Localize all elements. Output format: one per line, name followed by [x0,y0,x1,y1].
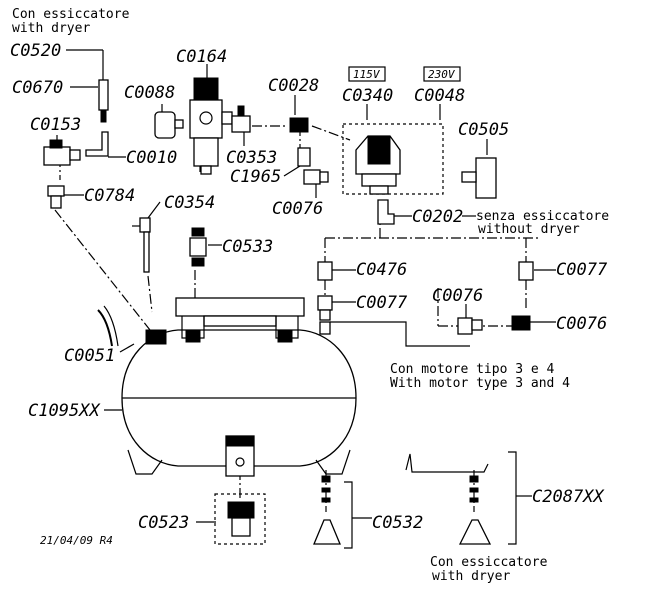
label-c0010: C0010 [126,148,177,168]
safety-valve-c0354 [132,217,151,273]
label-c0476: C0476 [356,260,407,280]
label-c0028: C0028 [268,76,319,96]
label-c0505: C0505 [458,120,509,140]
fitting-c0028 [289,117,309,133]
svg-text:230V: 230V [428,68,456,81]
label-c0088: C0088 [124,83,175,103]
note-top-dryer-line1: Con essiccatore [12,7,130,22]
label-c0076-c: C0076 [556,314,607,334]
plug-c0505 [461,157,497,199]
valve-c0353 [231,105,251,133]
pressure-switch-c0340 [355,135,401,195]
fitting-c0784 [47,185,65,209]
hose-c0051 [97,305,119,347]
dryer-kit-c2087xx [405,451,532,545]
elbow-c0076-left [457,317,483,335]
voltage-box-230v: 230V [423,66,461,82]
drain-c0523 [227,501,255,537]
filter-regulator-c0164 [189,77,233,175]
elbow-c0076-right [511,315,531,331]
note-bottom-dryer-line1: Con essiccatore [430,555,548,570]
motor-line [330,321,470,347]
label-c0670: C0670 [12,78,63,98]
label-c0077-b: C0077 [556,260,608,280]
svg-text:115V: 115V [353,68,381,81]
leader-lines [56,49,556,523]
date-revision: 21/04/09 R4 [40,534,113,547]
label-c0051: C0051 [64,346,115,366]
label-c0533: C0533 [222,237,273,257]
label-c0076-b: C0076 [432,286,483,306]
label-c0164: C0164 [176,47,227,67]
label-c0076-a: C0076 [272,199,323,219]
motor-enclosure [342,123,444,195]
note-bottom-dryer-line2: with dryer [432,569,510,584]
note-top-dryer-line2: with dryer [12,21,90,36]
label-c1095xx: C1095XX [28,401,101,421]
label-c0520: C0520 [10,41,61,61]
voltage-box-115v: 115V [348,66,386,82]
filter-c0533 [189,227,207,267]
fitting-c0077-right [518,261,534,281]
label-c0354: C0354 [164,193,215,213]
label-c0077-a: C0077 [356,293,408,313]
label-c0523: C0523 [138,513,189,533]
fitting-c0077-left [317,295,333,321]
fitting-c1965 [297,147,311,167]
label-c0048: C0048 [414,86,465,106]
label-c0532: C0532 [372,513,423,533]
gauge-c0088 [154,111,184,139]
elbow-c0202 [377,199,395,225]
elbow-c0076 [303,169,329,185]
drain-c0532 [313,475,372,549]
label-c1965: C1965 [230,167,281,187]
label-c0784: C0784 [84,186,135,206]
note-motor-line1: Con motore tipo 3 e 4 [390,362,555,377]
air-tank-c1095xx [121,297,357,477]
note-no-dryer-line1: senza essiccatore [476,209,609,224]
label-c0340: C0340 [342,86,393,106]
elbow-c0010 [85,131,109,157]
label-c2087xx: C2087XX [532,487,605,507]
label-c0153: C0153 [30,115,81,135]
note-motor-line2: With motor type 3 and 4 [390,376,570,391]
label-c0353: C0353 [226,148,277,168]
dryer-pipe-c0670 [98,79,109,123]
drain-enclosure [214,493,266,545]
fitting-c0476 [317,261,333,281]
valve-c0153 [43,139,81,166]
note-no-dryer-line2: without dryer [478,222,580,237]
label-c0202: C0202 [412,207,463,227]
